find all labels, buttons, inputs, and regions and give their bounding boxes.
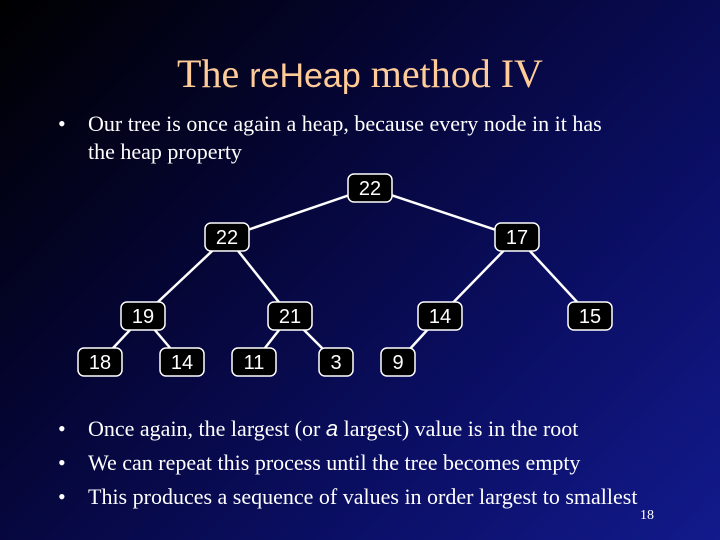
tree-node: 17 bbox=[494, 222, 540, 252]
tree-node-label: 21 bbox=[279, 306, 301, 328]
tree-node-label: 11 bbox=[244, 352, 265, 374]
tree-node: 9 bbox=[380, 347, 416, 377]
tree-node-box bbox=[267, 301, 313, 331]
title-prefix: The bbox=[177, 51, 250, 96]
tree-node-label: 22 bbox=[359, 178, 381, 200]
tree-node-label: 14 bbox=[171, 352, 193, 374]
slide-number: 18 bbox=[640, 508, 654, 523]
tree-node-box bbox=[380, 347, 416, 377]
tree-node-label: 22 bbox=[216, 227, 238, 249]
bullet-bottom-3-text: This produces a sequence of values in or… bbox=[88, 484, 638, 509]
tree-node-box bbox=[77, 347, 123, 377]
tree-node-box bbox=[494, 222, 540, 252]
bullet-bottom-2-text: We can repeat this process until the tre… bbox=[88, 450, 581, 475]
tree-edges bbox=[99, 186, 591, 363]
title-code: reHeap bbox=[249, 57, 361, 95]
bullet-top-1-line2: the heap property bbox=[88, 139, 242, 164]
bullet-bottom-1: • Once again, the largest (or a largest)… bbox=[58, 416, 579, 441]
tree-node-label: 19 bbox=[132, 306, 154, 328]
tree-node-label: 15 bbox=[579, 306, 601, 328]
tree-node: 14 bbox=[417, 301, 463, 331]
tree-node: 22 bbox=[204, 222, 250, 252]
tree-node-box bbox=[204, 222, 250, 252]
tree-node: 14 bbox=[159, 347, 205, 377]
tree-node-label: 14 bbox=[429, 306, 451, 328]
bullet-bottom-2: • We can repeat this process until the t… bbox=[58, 450, 581, 475]
tree-node: 22 bbox=[347, 173, 393, 203]
tree-node-label: 3 bbox=[330, 352, 341, 374]
bullet-bottom-3: • This produces a sequence of values in … bbox=[58, 484, 638, 509]
tree-node: 18 bbox=[77, 347, 123, 377]
tree-node: 21 bbox=[267, 301, 313, 331]
tree-edge bbox=[226, 186, 371, 239]
tree-node-box bbox=[120, 301, 166, 331]
title-suffix: method IV bbox=[360, 51, 543, 96]
tree-node-box bbox=[567, 301, 613, 331]
tree-node-label: 17 bbox=[506, 227, 528, 249]
tree-node-label: 9 bbox=[392, 352, 403, 374]
tree-node-box bbox=[231, 347, 277, 377]
tree-node: 19 bbox=[120, 301, 166, 331]
bullet-top-1-line1: Our tree is once again a heap, because e… bbox=[88, 111, 602, 136]
bullet-bottom-1-emphasis: a bbox=[325, 416, 339, 441]
tree-node: 11 bbox=[231, 347, 277, 377]
tree-node-label: 18 bbox=[89, 352, 111, 374]
tree-node-box bbox=[159, 347, 205, 377]
bullet-bottom-1-after: largest) value is in the root bbox=[338, 416, 579, 441]
tree-node-box bbox=[347, 173, 393, 203]
tree-node-box bbox=[417, 301, 463, 331]
tree-node-box bbox=[318, 347, 354, 377]
tree-node: 3 bbox=[318, 347, 354, 377]
bullet-bottom-1-before: Once again, the largest (or bbox=[88, 416, 326, 441]
tree-edge bbox=[369, 186, 518, 239]
tree-nodes: 22 22 17 19 21 14 15 18 14 11 3 9 bbox=[77, 173, 613, 377]
slide-title: The reHeap method IV bbox=[0, 50, 720, 100]
bullet-top-1: • Our tree is once again a heap, because… bbox=[58, 111, 602, 164]
tree-node: 15 bbox=[567, 301, 613, 331]
